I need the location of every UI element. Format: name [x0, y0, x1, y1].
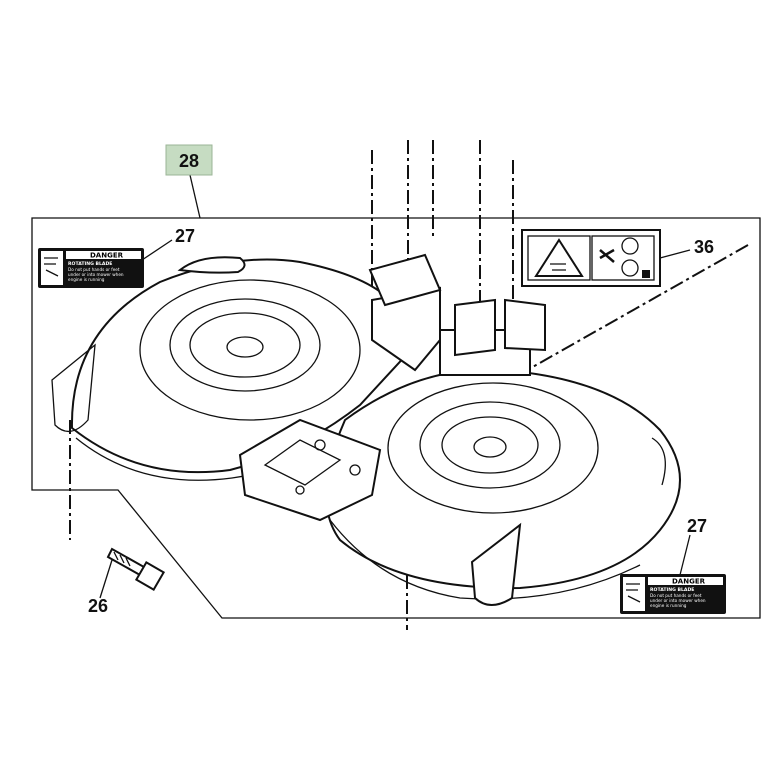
leader-27-right [679, 534, 691, 576]
decal-title: ROTATING BLADE [68, 261, 112, 267]
mounting-bolt [106, 547, 166, 592]
warning-triangle-icon [534, 238, 584, 277]
assembly-outline [31, 217, 761, 619]
danger-decal-left: DANGER ROTATING BLADE Do not put hands o… [38, 248, 144, 288]
center-bracket [238, 253, 546, 522]
leader-28 [189, 174, 201, 219]
leader-27-left [141, 239, 173, 261]
leader-36 [659, 249, 691, 259]
decal-body-line2: under or into mower when [650, 598, 706, 603]
rotating-blade-icon [626, 583, 641, 603]
decal-body-line2: under or into mower when [68, 272, 124, 277]
decal-left-callout-number[interactable]: 27 [175, 226, 195, 246]
right-blade-housing [325, 368, 681, 606]
no-hands-icon [599, 248, 615, 263]
assembly-callout-box[interactable] [165, 144, 213, 176]
warning-pictogram-decal [521, 229, 661, 287]
rotating-blade-icon [44, 257, 59, 277]
warning-decal-callout-number[interactable]: 36 [694, 237, 714, 257]
rotating-blade-icon [621, 237, 639, 255]
bolt-callout-number[interactable]: 26 [88, 596, 108, 616]
assembly-callout-number[interactable]: 28 [179, 151, 199, 171]
decal-body-line3: engine is running [650, 603, 687, 608]
decal-heading: DANGER [90, 252, 124, 260]
decal-heading: DANGER [672, 578, 706, 586]
decal-right-callout-number[interactable]: 27 [687, 516, 707, 536]
leader-26 [99, 559, 113, 599]
danger-decal-right: DANGER ROTATING BLADE Do not put hands o… [620, 574, 726, 614]
left-blade-housing [51, 256, 422, 481]
decal-body-line1: Do not put hands or feet [650, 593, 702, 598]
decal-body-line3: engine is running [68, 277, 105, 282]
decal-body-line1: Do not put hands or feet [68, 267, 120, 272]
decal-title: ROTATING BLADE [650, 587, 694, 593]
